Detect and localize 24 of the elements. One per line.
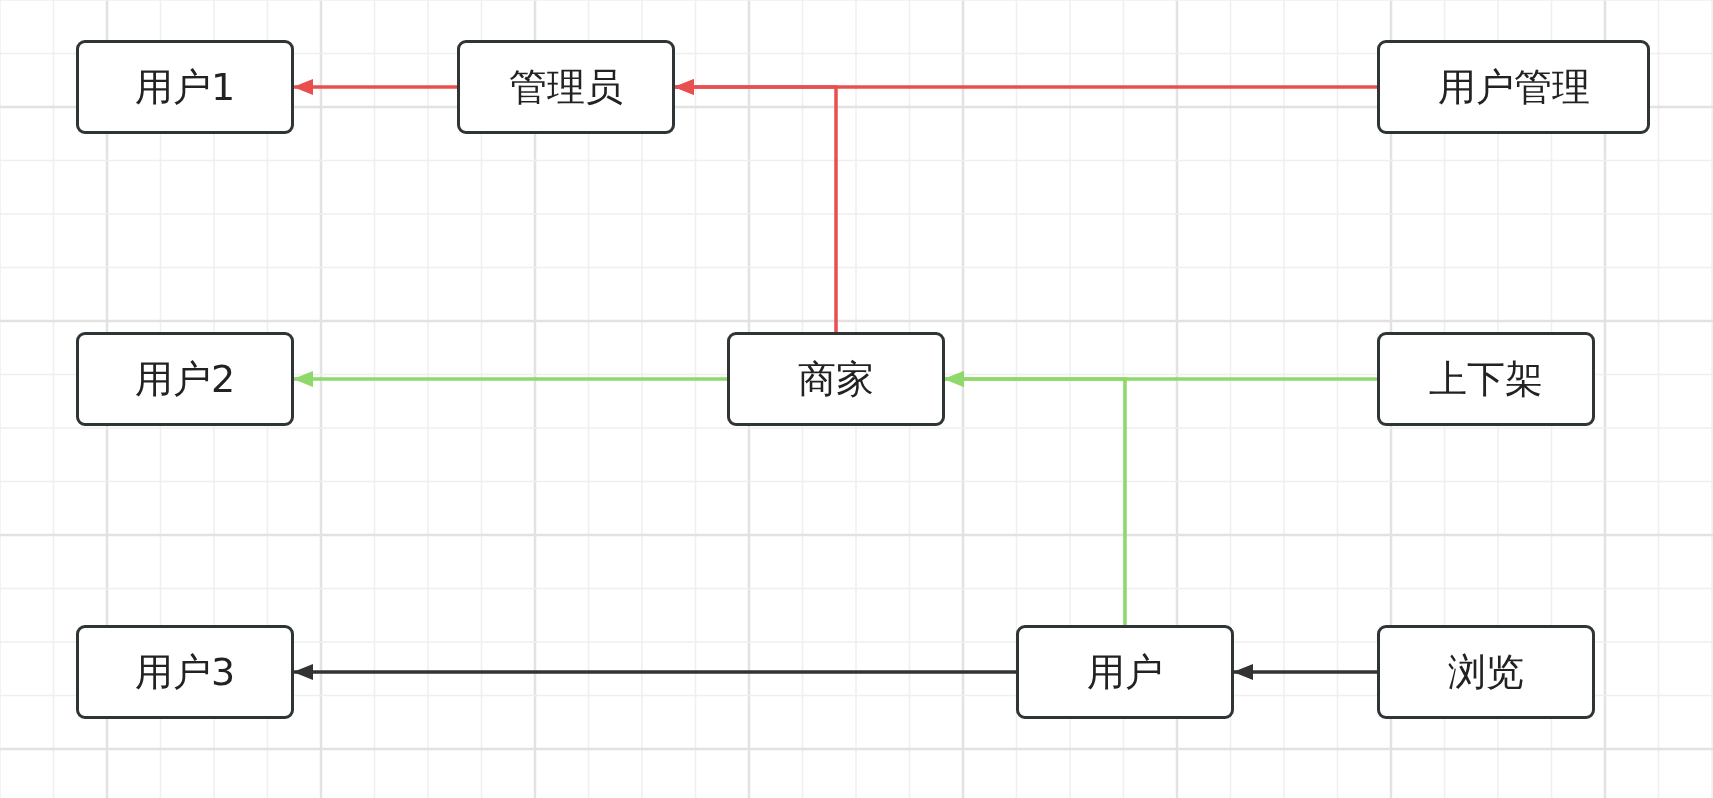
process-box bbox=[727, 332, 945, 426]
arrow bbox=[293, 79, 457, 95]
arrow bbox=[1233, 664, 1377, 680]
arrow bbox=[293, 371, 727, 387]
arrow bbox=[293, 664, 1016, 680]
process-box bbox=[1016, 625, 1234, 719]
node-label: 用户 bbox=[1087, 648, 1163, 696]
node-label: 用户2 bbox=[134, 355, 236, 403]
process-box bbox=[76, 332, 294, 426]
arrow bbox=[674, 79, 838, 332]
node-label: 用户3 bbox=[134, 648, 236, 696]
node-label: 用户管理 bbox=[1437, 63, 1590, 111]
process-box bbox=[1377, 625, 1595, 719]
process-box bbox=[1377, 332, 1595, 426]
process-box bbox=[1377, 40, 1650, 134]
process-box bbox=[76, 625, 294, 719]
node-label: 上下架 bbox=[1429, 355, 1543, 403]
process-box bbox=[76, 40, 294, 134]
node-label: 管理员 bbox=[509, 63, 623, 111]
process-box bbox=[457, 40, 675, 134]
arrow bbox=[944, 371, 1127, 625]
node-label: 用户1 bbox=[134, 63, 236, 111]
node-label: 浏览 bbox=[1448, 648, 1524, 696]
node-label: 商家 bbox=[798, 355, 874, 403]
